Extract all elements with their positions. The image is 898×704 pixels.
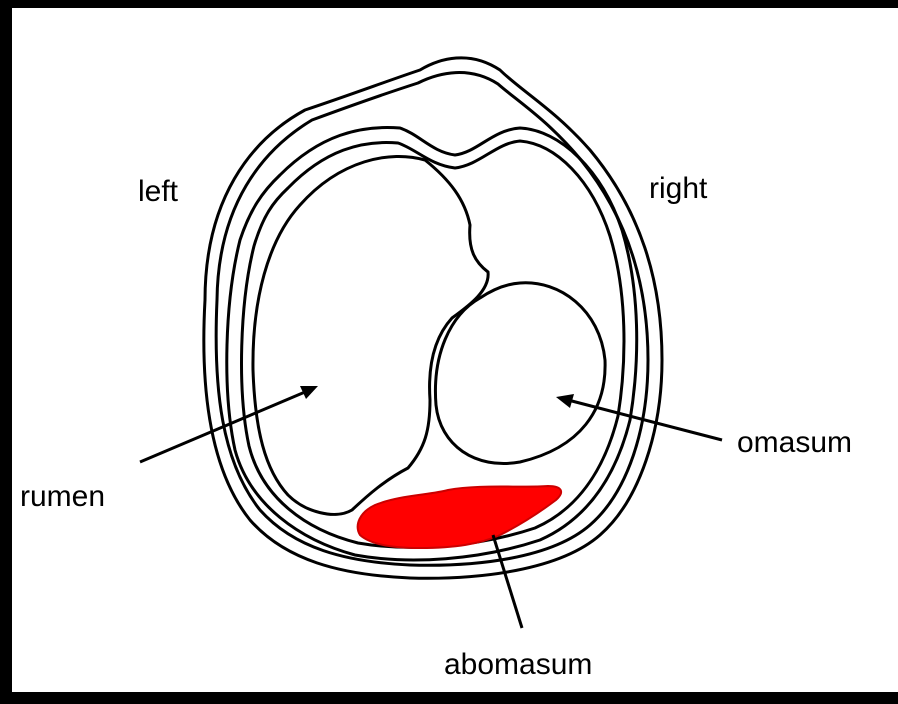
abomasum-shape <box>358 486 561 548</box>
label-abomasum: abomasum <box>444 648 592 681</box>
rumen-outline <box>253 156 488 514</box>
label-omasum: omasum <box>737 426 852 459</box>
label-rumen: rumen <box>20 480 105 513</box>
label-left: left <box>138 175 179 208</box>
label-right: right <box>649 172 708 205</box>
peritoneum-inner <box>242 141 624 547</box>
